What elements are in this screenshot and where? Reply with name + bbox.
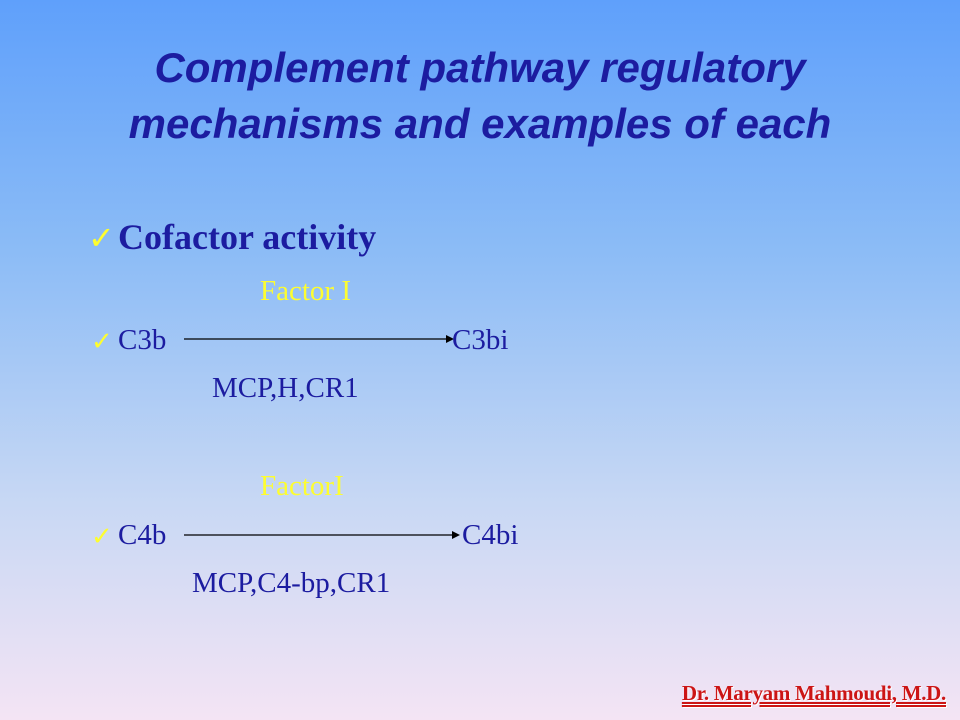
reaction2-cofactors: MCP,C4-bp,CR1 [192,567,391,599]
reaction1-arrow-icon [184,335,454,343]
reaction2-enzyme: FactorI [260,470,344,502]
reaction2-arrow-icon [184,531,460,539]
checkmark-icon: ✓ [88,219,115,257]
reaction1-cofactors: MCP,H,CR1 [212,372,359,404]
reaction2-product: C4bi [462,519,519,551]
reaction1-product: C3bi [452,324,509,356]
checkmark-icon: ✓ [91,327,113,357]
bullet-heading: Cofactor activity [118,217,377,257]
checkmark-icon: ✓ [91,522,113,552]
reaction1-substrate: C3b [118,324,167,356]
slide-title: Complement pathway regulatory mechanisms… [128,44,832,147]
reaction1-enzyme: Factor I [260,275,351,307]
reaction2-substrate: C4b [118,519,167,551]
author-signature: Dr. Maryam Mahmoudi, M.D. [681,681,946,705]
